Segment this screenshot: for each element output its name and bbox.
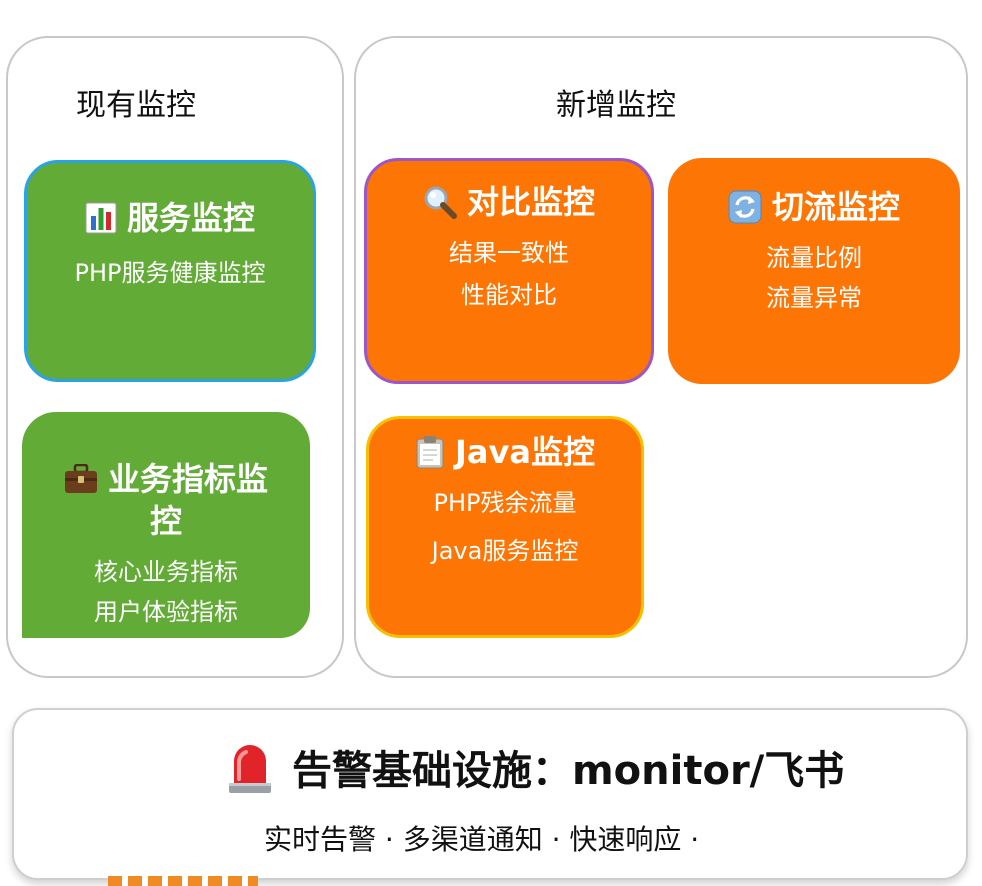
bottom-decoration bbox=[108, 876, 258, 886]
traffic-switch-monitoring-title: 切流监控 bbox=[771, 188, 900, 226]
comparison-monitoring-heading: 对比监控 bbox=[367, 183, 651, 221]
comparison-monitoring-detail-2: 性能对比 bbox=[461, 281, 557, 309]
business-metrics-heading: 业务指标监 bbox=[22, 460, 310, 498]
alert-infrastructure-title: 告警基础设施：monitor/飞书 bbox=[292, 748, 845, 794]
new-monitoring-title: 新增监控 bbox=[556, 88, 676, 123]
alert-infrastructure-features: 实时告警 · 多渠道通知 · 快速响应 · bbox=[264, 823, 700, 856]
comparison-monitoring-title: 对比监控 bbox=[466, 183, 595, 221]
java-monitoring-detail-2: Java服务监控 bbox=[431, 537, 579, 565]
traffic-switch-monitoring-heading: 切流监控 bbox=[668, 188, 960, 226]
service-monitoring-card: 服务监控 PHP服务健康监控 bbox=[24, 160, 316, 382]
java-monitoring-card: Java监控 PHP残余流量 Java服务监控 bbox=[366, 416, 644, 638]
traffic-switch-monitoring-detail-1: 流量比例 bbox=[766, 244, 862, 272]
comparison-monitoring-card: 对比监控 结果一致性 性能对比 bbox=[364, 158, 654, 384]
service-monitoring-heading: 服务监控 bbox=[27, 199, 313, 237]
java-monitoring-title: Java监控 bbox=[455, 433, 595, 471]
service-monitoring-detail: PHP服务健康监控 bbox=[74, 259, 266, 287]
java-monitoring-detail-1: PHP残余流量 bbox=[433, 489, 577, 517]
refresh-icon bbox=[728, 190, 762, 224]
comparison-monitoring-detail-1: 结果一致性 bbox=[449, 239, 569, 267]
business-metrics-title-line1: 业务指标监 bbox=[107, 460, 268, 498]
briefcase-icon bbox=[64, 464, 98, 494]
siren-icon bbox=[226, 739, 274, 795]
alert-infrastructure-bar: 告警基础设施：monitor/飞书 实时告警 · 多渠道通知 · 快速响应 · bbox=[12, 708, 968, 880]
traffic-switch-monitoring-card: 切流监控 流量比例 流量异常 bbox=[668, 158, 960, 384]
business-metrics-detail-2: 用户体验指标 bbox=[94, 598, 238, 626]
bar-chart-icon bbox=[85, 202, 117, 234]
clipboard-icon bbox=[415, 435, 445, 469]
business-metrics-title-line2: 控 bbox=[149, 502, 182, 540]
business-metrics-card: 业务指标监 控 核心业务指标 用户体验指标 bbox=[22, 412, 310, 638]
alert-infrastructure-heading: 告警基础设施：monitor/飞书 bbox=[226, 738, 844, 796]
service-monitoring-title: 服务监控 bbox=[126, 199, 255, 237]
existing-monitoring-title: 现有监控 bbox=[76, 88, 196, 123]
magnifier-icon bbox=[423, 185, 457, 220]
traffic-switch-monitoring-detail-2: 流量异常 bbox=[766, 284, 862, 312]
business-metrics-detail-1: 核心业务指标 bbox=[94, 558, 238, 586]
java-monitoring-heading: Java监控 bbox=[369, 433, 641, 471]
